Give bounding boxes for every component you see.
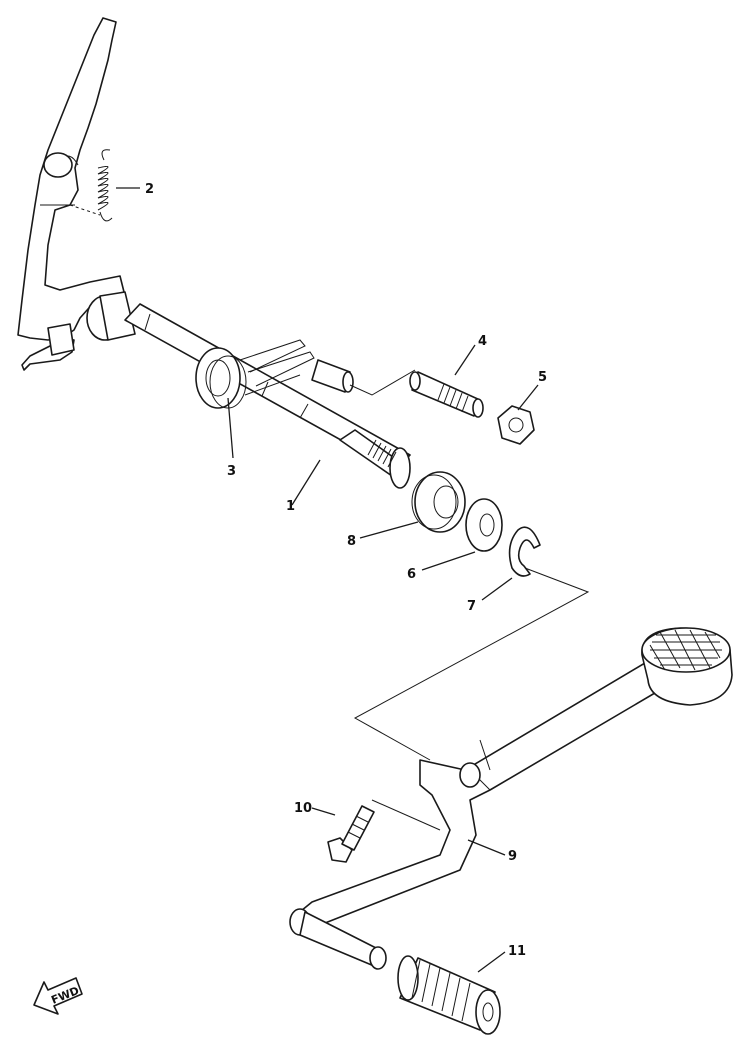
- washer: [465, 498, 503, 552]
- callout-8: 8: [347, 534, 356, 549]
- toe-pad: [641, 627, 733, 706]
- shift-pedal-lever: [289, 659, 661, 970]
- callout-11: 11: [508, 944, 526, 959]
- spring-collar: [195, 339, 315, 409]
- callout-5: 5: [538, 370, 547, 385]
- foot-rubber: [397, 955, 501, 1035]
- return-spring: [69, 149, 113, 222]
- hex-nut: [497, 405, 535, 445]
- callout-1: 1: [286, 499, 295, 514]
- callout-9: 9: [508, 849, 517, 864]
- bolt-alignment-line: [371, 799, 441, 831]
- callout-10: 10: [294, 801, 312, 816]
- oil-seal: [411, 471, 466, 533]
- bolt: [327, 805, 375, 863]
- callout-2: 2: [145, 182, 154, 197]
- stud-bolt: [409, 371, 484, 418]
- alignment-line: [353, 567, 590, 761]
- fwd-arrow-icon: FWD: [33, 977, 83, 1015]
- shift-arm-bracket: [17, 17, 125, 371]
- callout-7: 7: [467, 599, 476, 614]
- callout-4: 4: [478, 334, 487, 349]
- callout-6: 6: [407, 567, 416, 582]
- circlip: [508, 526, 541, 577]
- callout-3: 3: [227, 464, 236, 479]
- stopper-pin: [311, 359, 416, 396]
- leader-lines: [116, 187, 539, 973]
